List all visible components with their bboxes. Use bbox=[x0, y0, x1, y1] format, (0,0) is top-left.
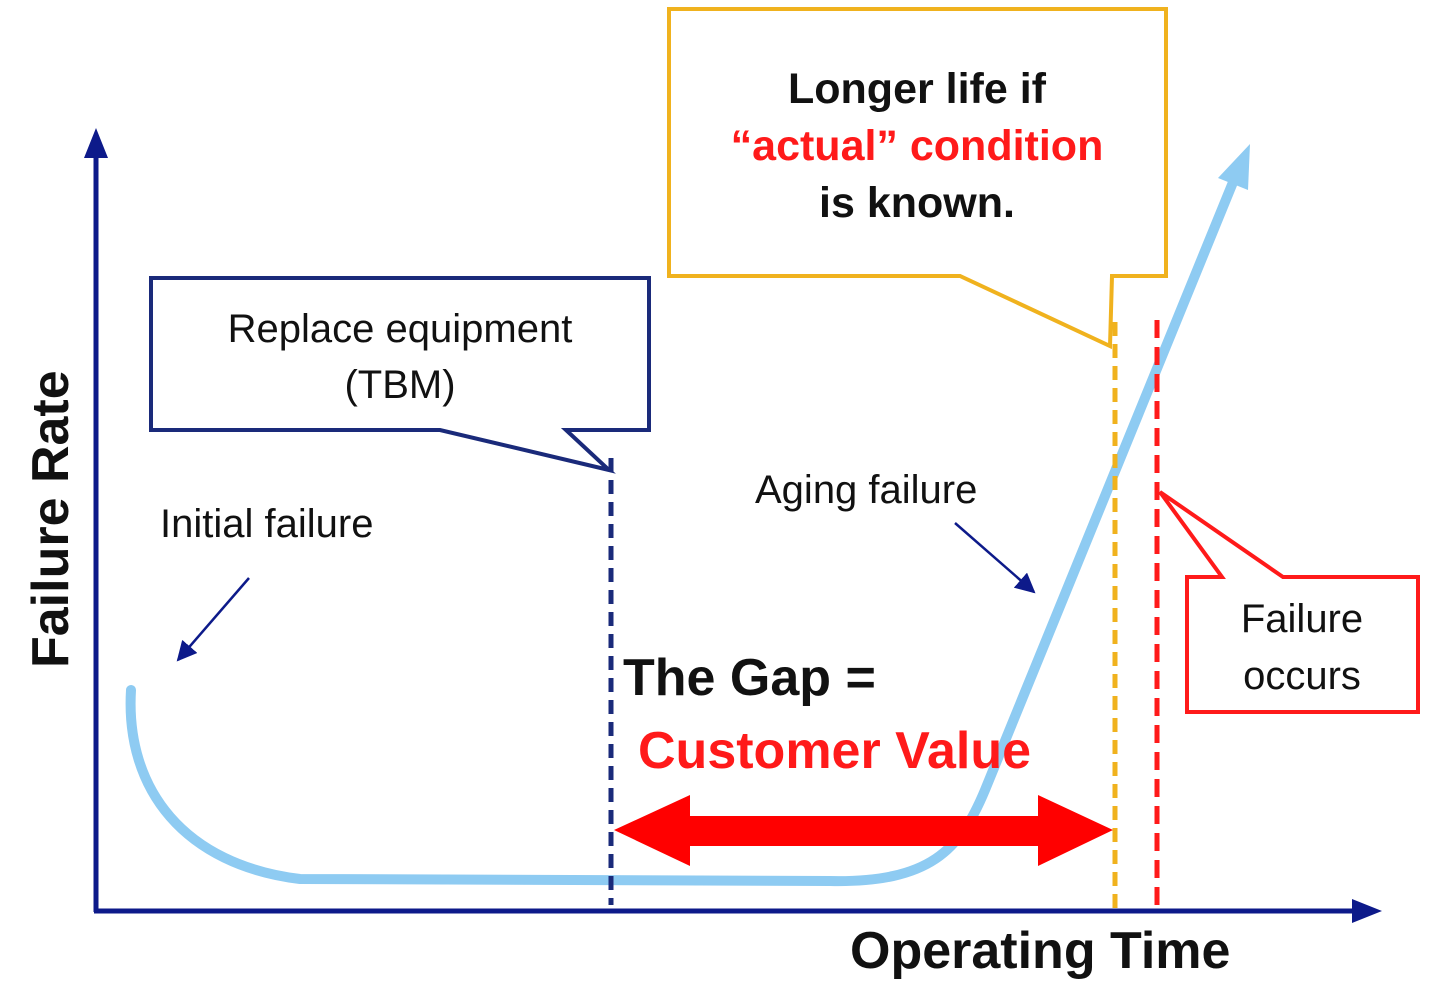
longer-life-line2: “actual” condition bbox=[731, 122, 1104, 170]
customer-value-label: Customer Value bbox=[638, 722, 1031, 780]
tbm-callout: Replace equipment (TBM) bbox=[149, 276, 651, 474]
y-axis-arrowhead-icon bbox=[84, 128, 108, 158]
longer-life-line3: is known. bbox=[819, 179, 1015, 227]
initial-failure-pointer-icon bbox=[176, 577, 250, 662]
gap-double-arrow bbox=[614, 795, 1113, 866]
gap-label: The Gap = bbox=[623, 649, 876, 707]
curve-arrowhead-icon bbox=[1218, 144, 1250, 190]
x-axis-arrowhead-icon bbox=[1352, 899, 1382, 923]
failure-callout-line1: Failure bbox=[1241, 597, 1363, 641]
longer-life-callout: Longer life if “actual” condition is kno… bbox=[667, 7, 1168, 350]
y-axis bbox=[84, 128, 108, 912]
x-axis bbox=[94, 899, 1382, 923]
failure-callout-line2: occurs bbox=[1243, 654, 1361, 698]
aging-failure-label: Aging failure bbox=[755, 468, 977, 512]
tbm-callout-line1: Replace equipment bbox=[228, 307, 573, 351]
tbm-callout-line2: (TBM) bbox=[344, 363, 455, 407]
x-axis-label: Operating Time bbox=[850, 922, 1230, 980]
longer-life-line1: Longer life if bbox=[788, 65, 1047, 113]
y-axis-label: Failure Rate bbox=[22, 370, 80, 668]
failure-occurs-callout: Failure occurs bbox=[1158, 490, 1420, 714]
aging-failure-pointer-icon bbox=[954, 522, 1036, 594]
initial-failure-label: Initial failure bbox=[160, 502, 373, 546]
